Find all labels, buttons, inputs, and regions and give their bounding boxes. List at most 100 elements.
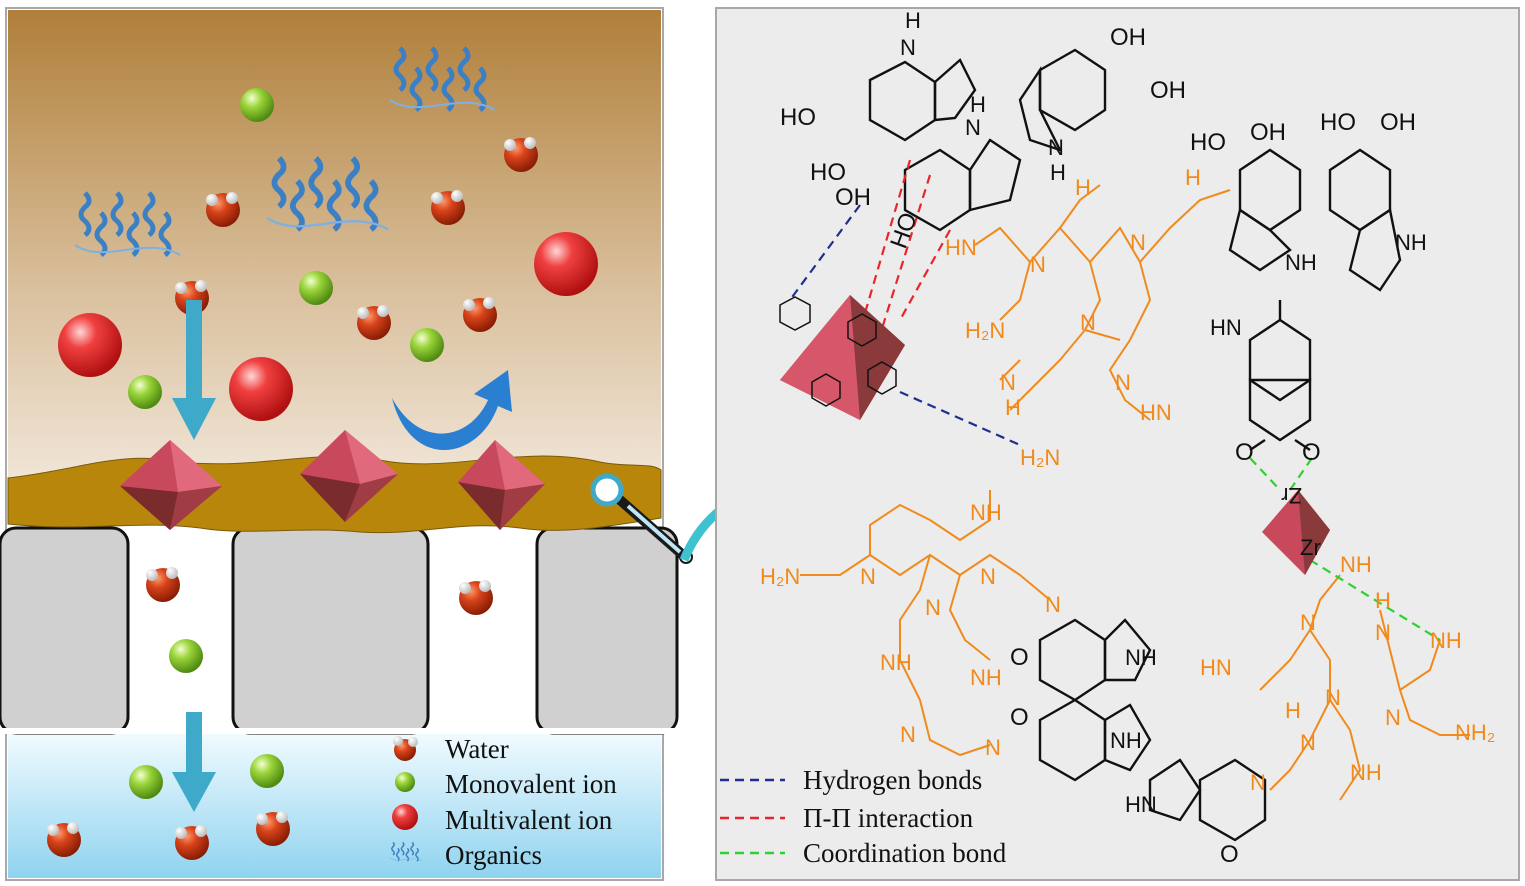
label-ho: HO [1190,129,1226,156]
label-nh: NH [1285,250,1317,275]
label-oh: OH [835,184,871,211]
water-molecule-icon [146,567,180,602]
label-n: N [985,735,1001,760]
water-molecule-icon [256,811,290,846]
water-molecule-icon [431,190,465,225]
label-n: N [1115,370,1131,395]
monovalent-ion-icon [169,639,203,673]
benzoate-linkers [779,296,897,407]
label-n: N [965,115,981,140]
monovalent-ions [128,88,444,799]
down-arrow-icon [172,300,216,440]
label-n: N [1375,620,1391,645]
label-o: O [1010,644,1029,671]
hydrogen-bond-line [789,204,861,301]
label-hn: HN [1210,315,1242,340]
monovalent-ion-icon [129,765,163,799]
label-oh: OH [1380,109,1416,136]
legend-hydrogen-bonds-label: Hydrogen bonds [803,765,982,795]
water-molecule-icon [463,297,497,332]
mof-octahedron [300,430,398,522]
monovalent-ion-icon [410,328,444,362]
label-h: H [1050,160,1066,185]
label-n: N [1300,730,1316,755]
support-block [0,526,130,735]
label-n: N [1385,705,1401,730]
right-legend: Hydrogen bonds Π-Π interaction Coordinat… [720,765,1007,868]
label-nh: NH [1110,728,1142,753]
label-ho: HO [1320,109,1356,136]
label-n: N [1250,770,1266,795]
water-molecule-icon [504,137,538,172]
hydrogen-bond-line [899,390,1021,447]
multivalent-ions [58,232,598,421]
label-nh2: NH₂ [1455,720,1495,745]
legend-water-icon [393,736,418,761]
label-h2n: H₂N [1020,445,1060,470]
label-n: N [1030,252,1046,277]
water-molecule-icon [206,192,240,227]
monovalent-ion-icon [128,375,162,409]
label-o: O [1010,704,1029,731]
polydopamine-network [868,48,1402,842]
label-h: H [1375,588,1391,613]
label-ho: HO [810,159,846,186]
water-molecule-icon [459,580,493,615]
label-nh: NH [970,500,1002,525]
coordination-line [1249,457,1281,491]
label-hn: HN [945,235,977,260]
monovalent-ion-icon [250,754,284,788]
monovalent-ion-icon [299,271,333,305]
chem-labels: H N OH OH HO HO OH HO H N N H HO OH HO O… [760,8,1495,868]
label-oh: OH [1150,77,1186,104]
permeate-region [8,732,661,878]
protein-icon [74,191,181,257]
protein-icon [389,841,422,862]
label-h: H [1075,175,1091,200]
label-h: H [1185,165,1201,190]
label-ho: HO [780,104,816,131]
pei-network [800,184,1470,801]
coordination-line [1289,457,1313,491]
label-h: H [905,8,921,33]
label-n: N [1325,685,1341,710]
label-h2n: H₂N [760,564,800,589]
label-n: N [1300,610,1316,635]
right-panel: H N OH OH HO HO OH HO H N N H HO OH HO O… [715,7,1520,881]
water-molecule-icon [47,822,81,857]
label-zr: Zr [1300,535,1321,560]
label-hn: HN [1200,655,1232,680]
interaction-lines [789,159,1441,641]
label-n: N [980,564,996,589]
label-o: O [1220,841,1239,868]
water-molecule-icon [357,305,391,340]
legend-water-label: Water [445,734,509,764]
legend-organics-icon [389,841,422,862]
label-n: N [1080,310,1096,335]
multivalent-ion-icon [229,357,293,421]
coordination-line [1309,559,1441,641]
label-hn: HN [1140,400,1172,425]
label-n: N [1048,135,1064,160]
label-h: H [1285,698,1301,723]
pi-pi-line [878,174,932,336]
label-h: H [1005,395,1021,420]
label-o: O [1302,439,1321,466]
legend-coordination-label: Coordination bond [803,838,1007,868]
protein-icon [389,46,496,112]
left-panel: Water Monovalent ion Multivalent ion Org… [0,7,693,881]
support-gap [0,728,680,734]
organics-group [74,46,496,257]
legend-pi-pi-label: Π-Π interaction [803,803,974,833]
label-nh: NH [1340,552,1372,577]
multivalent-ion-icon [534,232,598,296]
label-nh: NH [1350,760,1382,785]
support-block [231,526,430,735]
multivalent-ion-icon [58,313,122,377]
label-nh: NH [880,650,912,675]
label-oh: OH [1250,119,1286,146]
mof-octahedron [120,440,222,530]
label-h: H [970,92,986,117]
label-nh: NH [970,665,1002,690]
